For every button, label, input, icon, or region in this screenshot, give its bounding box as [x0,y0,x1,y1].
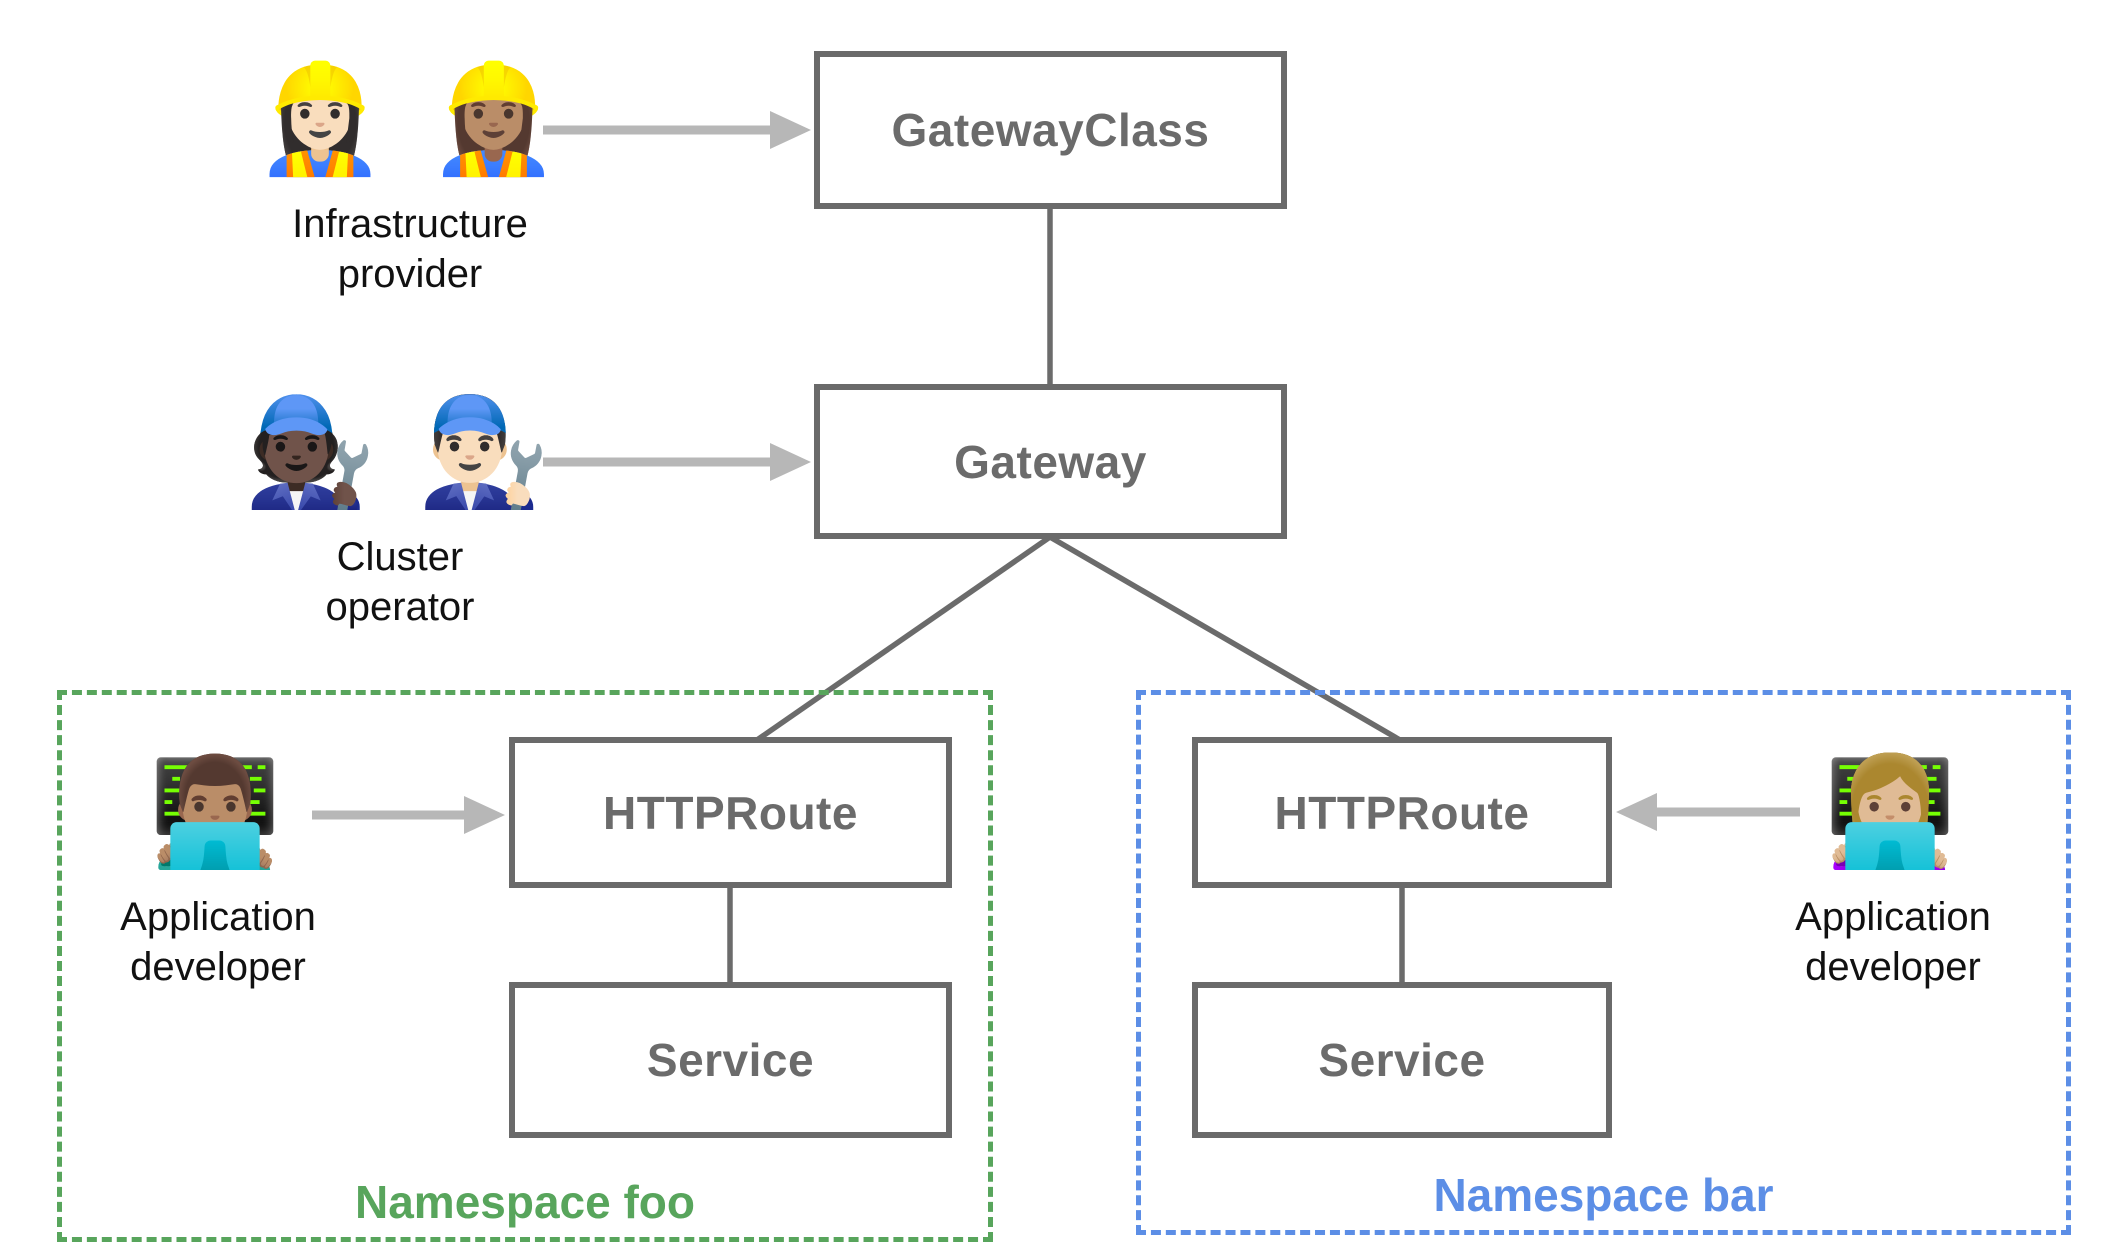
node-service-bar-label: Service [1318,1034,1486,1086]
node-service-foo-label: Service [646,1034,815,1086]
app-developer-bar-label-line2: developer [1805,945,1981,989]
node-httproute-bar: HTTPRoute [1192,737,1612,888]
man-technologist-medium-icon: 👨🏽‍💻 [149,753,287,871]
woman-construction-worker-medium-icon: 👷🏽‍♀️ [427,60,566,178]
app-developer-bar-label: Application developer [1795,892,1991,992]
node-httproute-bar-label: HTTPRoute [1274,786,1530,839]
mechanic-dark-icon: 🧑🏿‍🔧 [244,393,383,511]
namespace-bar-label: Namespace bar [1433,1169,1774,1221]
infrastructure-provider-label: Infrastructure provider [254,199,565,299]
node-gatewayclass: GatewayClass [814,51,1287,209]
node-gateway: Gateway [814,384,1287,539]
node-service-foo: Service [509,982,952,1138]
arrow-infrastructure-provider-to-gatewayclass [543,111,811,149]
node-gatewayclass-label: GatewayClass [891,104,1210,156]
persona-infrastructure-provider: 👷🏻‍♀️ 👷🏽‍♀️ Infrastructure provider [254,55,565,299]
node-httproute-foo: HTTPRoute [509,737,952,888]
mechanic-icons: 🧑🏿‍🔧 👨🏻‍🔧 [244,388,555,516]
woman-construction-worker-light-icon: 👷🏻‍♀️ [254,60,393,178]
namespace-bar-boundary: Namespace bar [1136,690,2071,1235]
app-developer-foo-label-line1: Application [120,895,316,939]
infrastructure-provider-label-line2: provider [337,252,483,296]
persona-app-developer-bar: 👩🏼‍💻 Application developer [1795,748,1991,992]
woman-construction-worker-icons: 👷🏻‍♀️ 👷🏽‍♀️ [254,55,565,183]
man-mechanic-light-icon: 👨🏻‍🔧 [417,393,556,511]
woman-technologist-icon: 👩🏼‍💻 [1795,748,1991,876]
cluster-operator-label-line1: Cluster [336,535,464,579]
app-developer-foo-label-line2: developer [130,945,306,989]
persona-cluster-operator: 🧑🏿‍🔧 👨🏻‍🔧 Cluster operator [244,388,555,632]
namespace-foo-label: Namespace foo [354,1176,695,1228]
infrastructure-provider-label-line1: Infrastructure [292,202,528,246]
app-developer-foo-label: Application developer [120,892,316,992]
man-technologist-icon: 👨🏽‍💻 [120,748,316,876]
namespace-foo-boundary: Namespace foo [57,690,993,1242]
node-httproute-foo-label: HTTPRoute [603,786,858,839]
woman-technologist-medium-light-icon: 👩🏼‍💻 [1824,753,1962,871]
cluster-operator-label-line2: operator [325,585,475,629]
arrow-cluster-operator-to-gateway [543,443,811,481]
app-developer-bar-label-line1: Application [1795,895,1991,939]
node-service-bar: Service [1192,982,1612,1138]
node-gateway-label: Gateway [954,435,1147,488]
persona-app-developer-foo: 👨🏽‍💻 Application developer [120,748,316,992]
cluster-operator-label: Cluster operator [244,532,555,632]
